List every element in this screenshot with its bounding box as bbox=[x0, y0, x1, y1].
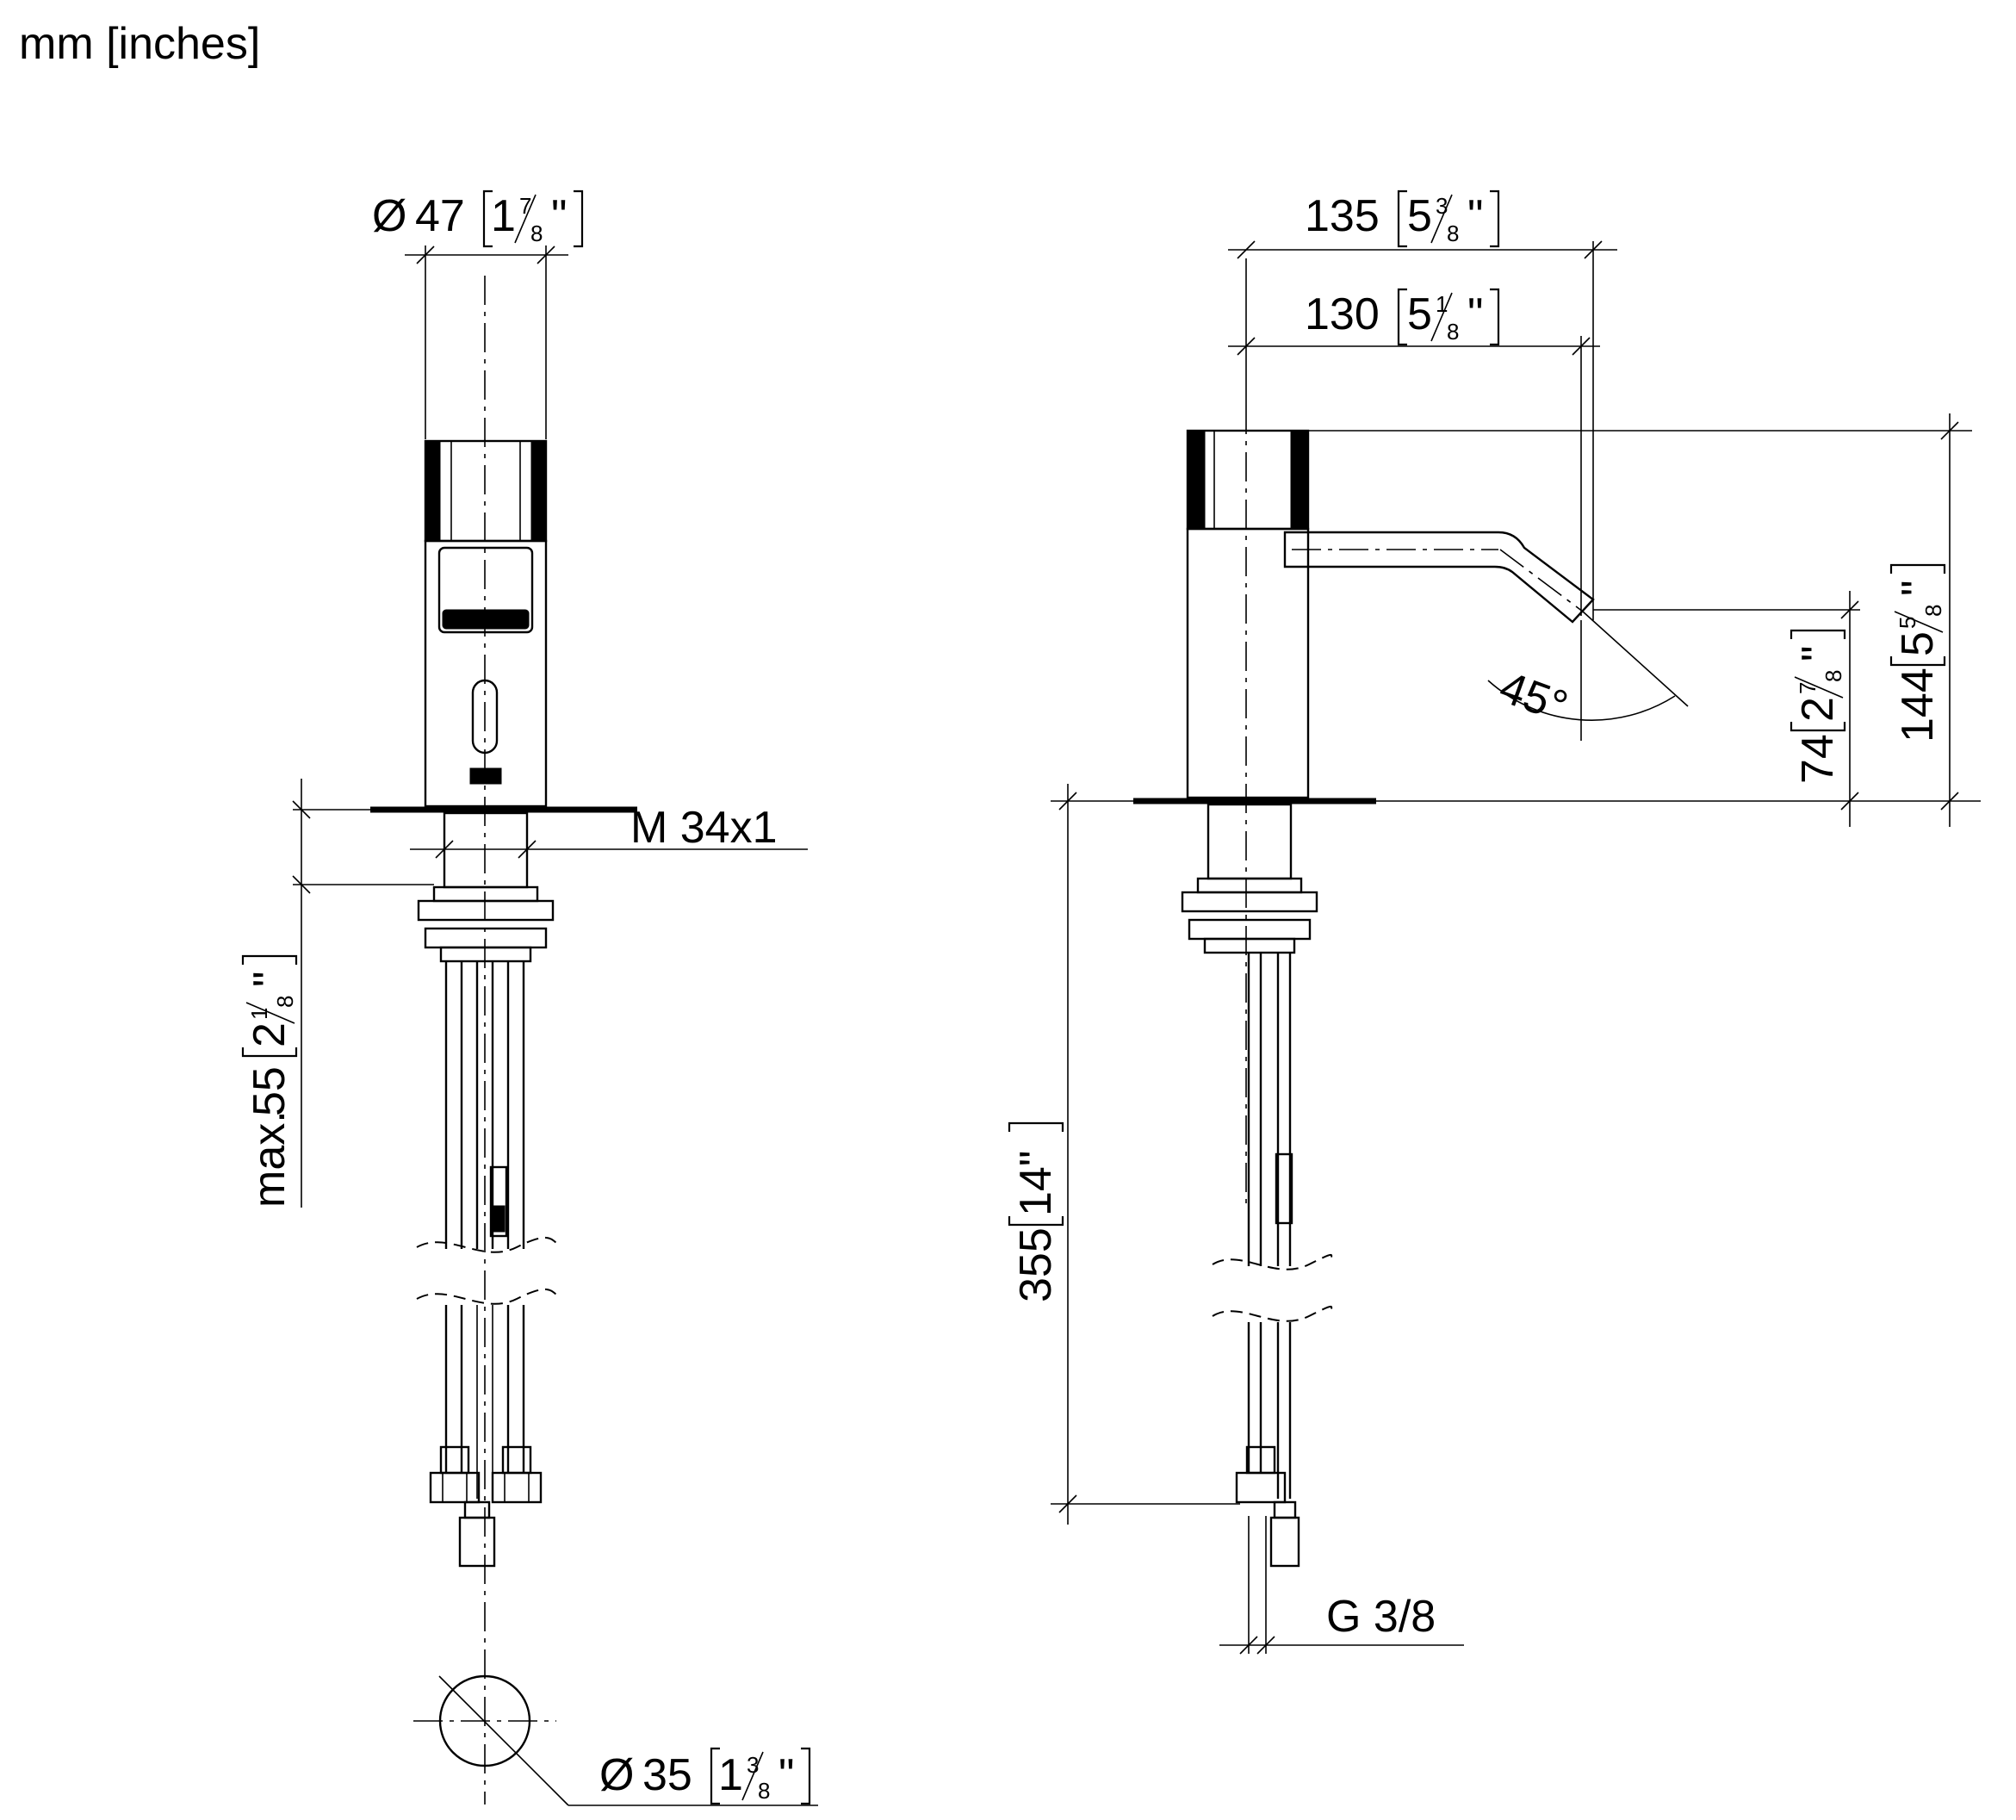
sensor-window bbox=[471, 679, 499, 755]
dim-projection-outlet: 130 5 1 8 " bbox=[1228, 288, 1600, 616]
svg-text:45°: 45° bbox=[1493, 662, 1574, 732]
svg-text:5: 5 bbox=[1407, 191, 1432, 241]
svg-text:": " bbox=[1793, 646, 1843, 662]
side-body bbox=[1186, 527, 1310, 799]
dim-total-height: 144 5 5 8 " bbox=[1308, 413, 1972, 827]
svg-text:8: 8 bbox=[758, 1778, 770, 1804]
svg-text:8: 8 bbox=[530, 221, 543, 246]
svg-text:1: 1 bbox=[718, 1750, 743, 1800]
front-body bbox=[424, 539, 548, 808]
dim-projection-total: 135 5 3 8 " bbox=[1228, 189, 1617, 620]
svg-text:1: 1 bbox=[246, 1008, 272, 1020]
svg-text:": " bbox=[551, 191, 567, 241]
svg-text:144: 144 bbox=[1893, 668, 1943, 742]
svg-text:8: 8 bbox=[1821, 670, 1846, 682]
svg-text:2: 2 bbox=[1793, 697, 1843, 722]
dim-hole-diameter: Ø 35 1 3 8 " bbox=[568, 1747, 818, 1806]
svg-text:": " bbox=[1467, 289, 1483, 339]
svg-text:2: 2 bbox=[245, 1022, 295, 1047]
svg-text:M 34x1: M 34x1 bbox=[630, 803, 778, 853]
svg-text:7: 7 bbox=[1795, 682, 1821, 694]
dim-spout-angle: 45° bbox=[1487, 611, 1689, 741]
dim-hose-length: 355 14" bbox=[1008, 784, 1240, 1525]
units-label: mm [inches] bbox=[19, 19, 260, 69]
svg-text:G 3/8: G 3/8 bbox=[1326, 1592, 1436, 1642]
dim-front-diameter: Ø 47 1 7 8 " bbox=[372, 189, 584, 439]
svg-text:3: 3 bbox=[1436, 193, 1448, 219]
side-view bbox=[1133, 405, 1595, 1568]
svg-text:7: 7 bbox=[519, 193, 531, 219]
svg-text:55: 55 bbox=[245, 1066, 295, 1116]
svg-text:5: 5 bbox=[1893, 631, 1943, 656]
svg-text:Ø: Ø bbox=[599, 1750, 634, 1800]
svg-text:max.: max. bbox=[245, 1110, 295, 1208]
front-view bbox=[370, 276, 637, 1806]
svg-text:8: 8 bbox=[1447, 319, 1459, 345]
svg-text:74: 74 bbox=[1793, 734, 1843, 784]
svg-text:5: 5 bbox=[1407, 289, 1432, 339]
dim-connection: G 3/8 bbox=[1219, 1516, 1464, 1655]
svg-text:355: 355 bbox=[1011, 1227, 1061, 1302]
svg-text:": " bbox=[778, 1750, 794, 1800]
dim-install-height: max. 55 2 1 8 " bbox=[241, 779, 434, 1208]
side-head bbox=[1186, 429, 1310, 531]
svg-text:14": 14" bbox=[1011, 1151, 1061, 1216]
svg-text:1: 1 bbox=[491, 191, 516, 241]
svg-text:3: 3 bbox=[747, 1752, 759, 1778]
spout bbox=[1283, 531, 1595, 624]
svg-text:135: 135 bbox=[1305, 191, 1380, 241]
dim-thread: M 34x1 bbox=[410, 803, 808, 859]
svg-text:1: 1 bbox=[1436, 291, 1448, 317]
svg-text:8: 8 bbox=[1447, 221, 1459, 246]
svg-text:130: 130 bbox=[1305, 289, 1380, 339]
svg-text:": " bbox=[245, 972, 295, 987]
front-head bbox=[424, 439, 548, 543]
svg-text:8: 8 bbox=[272, 996, 298, 1008]
dim-outlet-height: 74 2 7 8 " bbox=[1376, 591, 1981, 827]
svg-text:35: 35 bbox=[642, 1750, 692, 1800]
sensor-symbol bbox=[469, 767, 502, 785]
svg-text:": " bbox=[1467, 191, 1483, 241]
svg-text:": " bbox=[1893, 581, 1943, 596]
svg-text:5: 5 bbox=[1895, 617, 1920, 629]
svg-text:Ø: Ø bbox=[372, 191, 406, 241]
svg-text:47: 47 bbox=[415, 191, 465, 241]
svg-text:8: 8 bbox=[1920, 605, 1946, 617]
